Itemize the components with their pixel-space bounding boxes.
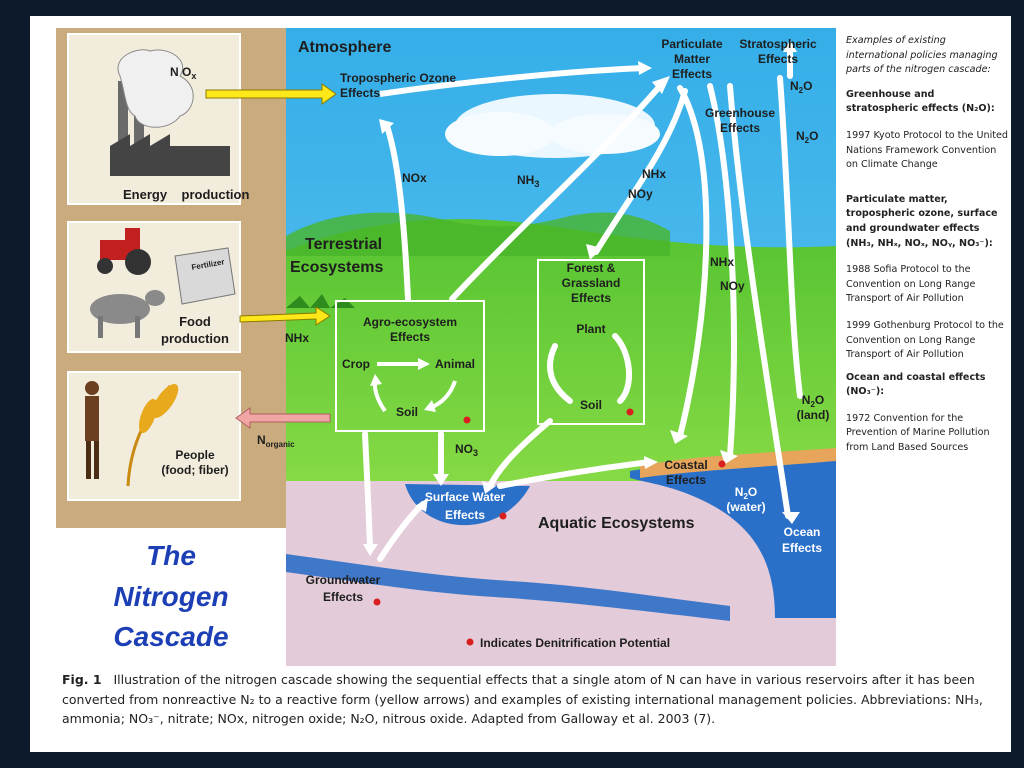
animal-label: Animal bbox=[435, 357, 475, 371]
aquatic-label: Aquatic Ecosystems bbox=[538, 515, 695, 532]
greenhouse-effects-label: Effects bbox=[720, 121, 760, 135]
title-line-1: The bbox=[146, 540, 196, 571]
n2o-greenhouse-label: N2O bbox=[796, 129, 818, 145]
coastal-effects-label: Effects bbox=[666, 473, 706, 487]
title: The Nitrogen Cascade bbox=[113, 540, 228, 652]
forest-soil-label: Soil bbox=[580, 398, 602, 412]
terrestrial-zone bbox=[286, 219, 836, 487]
ocean-effects-label: Effects bbox=[782, 541, 822, 555]
forest-effects-label: Effects bbox=[571, 291, 611, 305]
n2o-land-sub-label: (land) bbox=[797, 408, 830, 422]
figure-card: Energy production N Ox Fertilizer Food p… bbox=[30, 16, 1011, 752]
food-label: Food bbox=[179, 314, 211, 329]
sidebar-item-1: 1997 Kyoto Protocol to the United Nation… bbox=[846, 129, 1008, 171]
nhx-right-label: NHx bbox=[710, 255, 734, 269]
groundwater-band bbox=[286, 554, 730, 621]
ozone-effects-label: Effects bbox=[340, 86, 380, 100]
people-label: People bbox=[175, 448, 215, 462]
no3-flow-label: NO3 bbox=[455, 442, 478, 458]
noy-right-label: NOy bbox=[720, 279, 745, 293]
legend-label: Indicates Denitrification Potential bbox=[480, 636, 670, 650]
sidebar-heading-1: Greenhouse and stratospheric effects (N₂… bbox=[846, 88, 995, 115]
surface-water-label: Surface Water bbox=[425, 490, 506, 504]
nox-source-label: N Ox bbox=[170, 65, 196, 81]
caption-label: Fig. 1 bbox=[62, 672, 102, 687]
strat-effects-label: Effects bbox=[758, 52, 798, 66]
agro-effects-label: Effects bbox=[390, 330, 430, 344]
flow-arrows bbox=[362, 43, 803, 562]
factory-icon bbox=[110, 49, 230, 176]
agro-soil-label: Soil bbox=[396, 405, 418, 419]
crop-label: Crop bbox=[342, 357, 370, 371]
sidebar-item-4: 1972 Convention for the Prevention of Ma… bbox=[846, 412, 990, 454]
stratospheric-label: Stratospheric bbox=[739, 37, 817, 51]
title-line-3: Cascade bbox=[113, 621, 228, 652]
fertilizer-bag-icon bbox=[174, 247, 236, 305]
ozone-label: Tropospheric Ozone bbox=[340, 71, 456, 85]
n2o-land-label: N2O bbox=[802, 393, 824, 409]
n2o-water-label: N2O bbox=[735, 485, 757, 501]
title-line-2: Nitrogen bbox=[113, 581, 228, 612]
pm-label: Particulate bbox=[661, 37, 723, 51]
ecosystems-label: Ecosystems bbox=[290, 259, 383, 276]
sidebar-heading-2: Particulate matter, tropospheric ozone, … bbox=[846, 193, 998, 249]
grassland-label: Grassland bbox=[562, 276, 621, 290]
noy-upper-label: NOy bbox=[628, 187, 653, 201]
flow-arrowheads bbox=[363, 40, 800, 556]
atmosphere-label: Atmosphere bbox=[298, 39, 391, 56]
groundwater-label: Groundwater bbox=[306, 573, 381, 587]
forest-label: Forest & bbox=[567, 261, 616, 275]
nhx-food-label: NHx bbox=[285, 331, 309, 345]
coastal-label: Coastal bbox=[664, 458, 707, 472]
agro-label: Agro-ecosystem bbox=[363, 315, 457, 329]
sidebar-intro: Examples of existing international polic… bbox=[846, 35, 998, 76]
greenhouse-label: Greenhouse bbox=[705, 106, 775, 120]
denitrification-dots bbox=[373, 408, 726, 646]
n2o-water-sub-label: (water) bbox=[726, 500, 765, 514]
ocean-label: Ocean bbox=[784, 525, 821, 539]
pm-matter-label: Matter bbox=[674, 52, 710, 66]
nh3-flow-label: NH3 bbox=[517, 173, 539, 189]
people-sub-label: (food; fiber) bbox=[161, 463, 228, 477]
sidebar-item-2: 1988 Sofia Protocol to the Convention on… bbox=[846, 264, 976, 305]
energy-production-label: Energy production bbox=[123, 187, 249, 202]
sidebar-item-3: 1999 Gothenburg Protocol to the Conventi… bbox=[846, 319, 1004, 361]
plant-label: Plant bbox=[576, 322, 605, 336]
caption-text: Illustration of the nitrogen cascade sho… bbox=[62, 672, 983, 726]
nox-flow-label: NOx bbox=[402, 171, 427, 185]
n2o-strat-label: N2O bbox=[790, 79, 812, 95]
sidebar-heading-3: Ocean and coastal effects (NO₃⁻): bbox=[846, 371, 986, 398]
farmer-icon bbox=[85, 381, 99, 479]
cow-icon bbox=[90, 290, 165, 338]
surface-effects-label: Effects bbox=[445, 508, 485, 522]
nhx-upper-label: NHx bbox=[642, 167, 666, 181]
nitrogen-cascade-diagram: Energy production N Ox Fertilizer Food p… bbox=[56, 28, 836, 666]
forest-grassland-box bbox=[537, 259, 645, 425]
policy-sidebar: Examples of existing international polic… bbox=[846, 34, 1008, 464]
surface-water-pool bbox=[405, 484, 530, 526]
terrestrial-label: Terrestrial bbox=[305, 236, 382, 253]
groundwater-effects-label: Effects bbox=[323, 590, 363, 604]
pink-arrow bbox=[235, 407, 331, 429]
yellow-arrows bbox=[205, 83, 337, 326]
title-panel bbox=[56, 528, 286, 666]
svg-text:production: production bbox=[161, 331, 229, 346]
norganic-label: Norganic bbox=[257, 433, 295, 449]
wheat-icon bbox=[126, 383, 179, 487]
pm-effects-label: Effects bbox=[672, 67, 712, 81]
tractor-icon bbox=[97, 228, 151, 275]
figure-caption: Fig. 1 Illustration of the nitrogen casc… bbox=[62, 670, 992, 729]
